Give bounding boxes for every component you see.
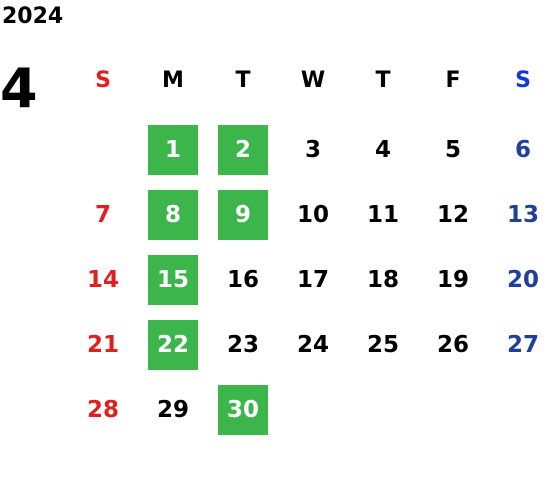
weekday-wed: W [300,68,326,93]
day-cell[interactable]: 12 [436,202,469,228]
day-cell[interactable]: 26 [436,332,469,358]
day-cell[interactable]: 28 [86,397,119,423]
day-cell[interactable]: 14 [86,267,119,293]
day-cell[interactable]: 23 [226,332,259,358]
day-cell[interactable]: 24 [296,332,329,358]
day-cell[interactable]: 9 [218,190,268,240]
day-cell[interactable]: 20 [506,267,539,293]
weekday-mon: M [162,68,184,93]
day-cell[interactable]: 11 [366,202,399,228]
day-cell[interactable]: 8 [148,190,198,240]
day-cell[interactable]: 29 [156,397,189,423]
weekday-sun: S [95,68,111,93]
day-cell[interactable]: 3 [304,137,321,163]
day-cell[interactable]: 4 [374,137,391,163]
day-cell[interactable]: 5 [444,137,461,163]
day-cell[interactable]: 27 [506,332,539,358]
day-cell[interactable]: 6 [514,137,531,163]
day-cell[interactable]: 1 [148,125,198,175]
day-cell[interactable]: 21 [86,332,119,358]
year-label: 2024 [2,4,64,29]
month-label: 4 [0,57,38,120]
day-cell[interactable]: 25 [366,332,399,358]
day-cell[interactable]: 22 [148,320,198,370]
weekday-thu: T [375,68,391,93]
day-cell[interactable]: 30 [218,385,268,435]
day-cell[interactable]: 16 [226,267,259,293]
day-cell[interactable]: 18 [366,267,399,293]
day-cell[interactable]: 19 [436,267,469,293]
day-cell[interactable]: 10 [296,202,329,228]
day-cell[interactable] [78,125,128,175]
weekday-sat: S [515,68,531,93]
weekday-fri: F [445,68,461,93]
day-cell[interactable]: 2 [218,125,268,175]
weekday-tue: T [235,68,251,93]
day-cell[interactable]: 13 [506,202,539,228]
day-cell[interactable]: 17 [296,267,329,293]
day-cell[interactable]: 15 [148,255,198,305]
day-cell[interactable]: 7 [94,202,111,228]
